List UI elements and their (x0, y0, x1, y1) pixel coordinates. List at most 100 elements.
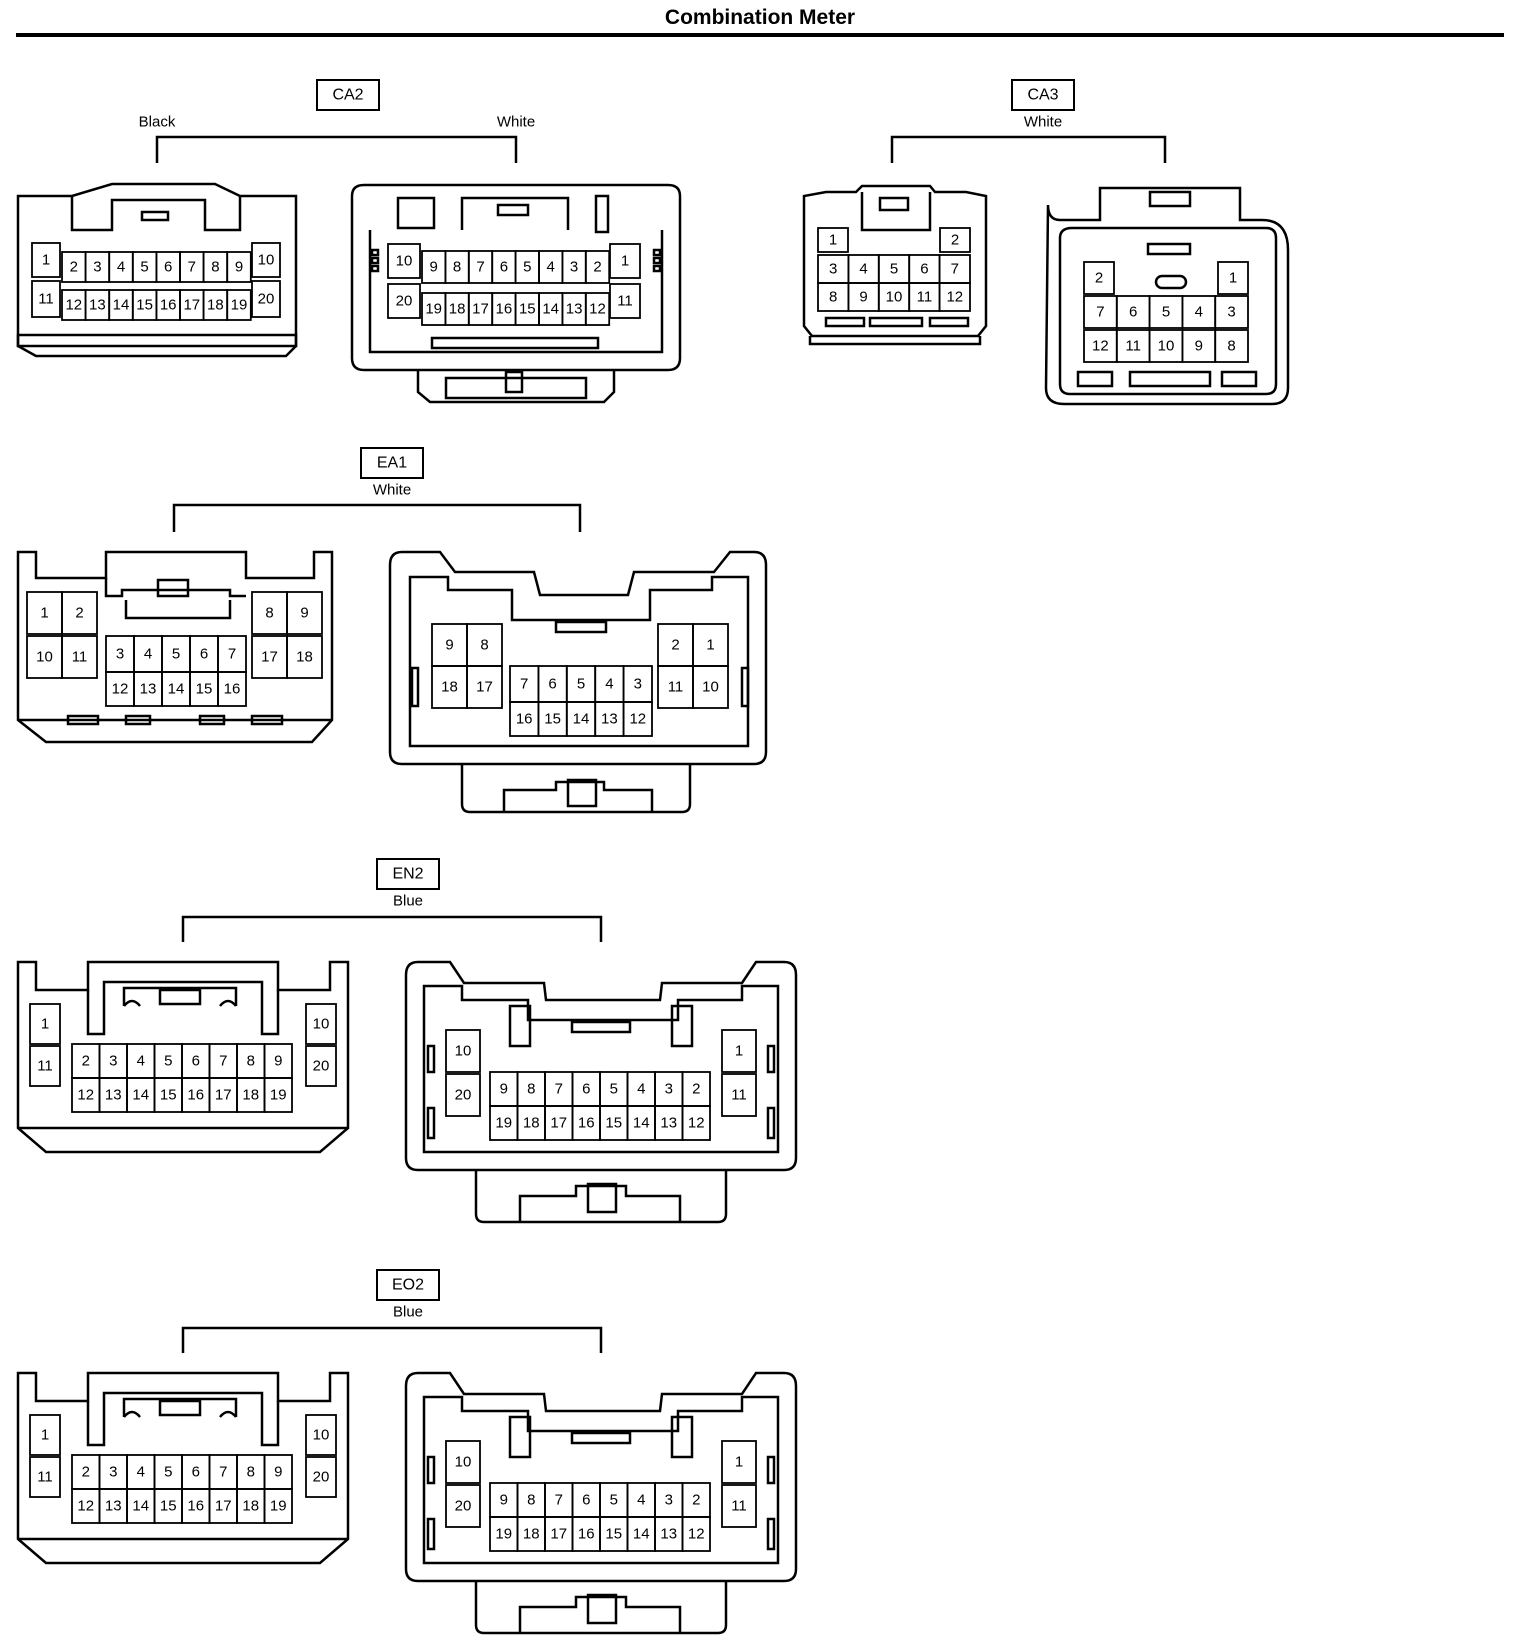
terminal-cavity (305, 1414, 337, 1456)
housing-rib (426, 1044, 436, 1074)
pin-number: 9 (430, 259, 438, 276)
terminal-cavity (692, 665, 729, 709)
housing-outline (16, 550, 334, 744)
pin-number: 14 (132, 1498, 149, 1515)
connector-id-box (376, 858, 440, 890)
pin-number: 7 (555, 1081, 563, 1098)
pin-number: 17 (183, 297, 200, 314)
terminal-cavity (938, 282, 971, 312)
housing-outline (124, 600, 232, 620)
pin-number: 10 (455, 1043, 472, 1060)
connector-id-box (360, 447, 424, 479)
pin-number: 16 (187, 1498, 204, 1515)
pin-number: 17 (550, 1115, 567, 1132)
pin-number: 9 (859, 289, 867, 306)
pin-number: 3 (93, 259, 101, 276)
terminal-cavity (251, 242, 281, 278)
pin-number: 15 (160, 1087, 177, 1104)
pin-number: 11 (37, 1058, 53, 1075)
pin-number: 6 (192, 1053, 200, 1070)
housing-outline (86, 1391, 280, 1447)
pin-number: 16 (578, 1115, 595, 1132)
pin-number: 18 (523, 1115, 540, 1132)
housing-rib (766, 1106, 776, 1140)
pin-number: 1 (706, 637, 714, 654)
housing-outline (219, 999, 237, 1007)
wire-color-label: Black (139, 114, 176, 131)
connector-id: EN2 (392, 866, 423, 883)
pin-number: 6 (920, 261, 928, 278)
pin-number: 1 (40, 605, 48, 622)
terminal-cavity (217, 671, 247, 707)
pin-number: 5 (610, 1081, 618, 1098)
pin-number: 5 (172, 646, 180, 663)
pin-number: 19 (495, 1115, 512, 1132)
pin-number: 8 (829, 289, 837, 306)
pin-number: 1 (735, 1043, 743, 1060)
terminal-cavity (263, 1077, 293, 1113)
pin-number: 3 (665, 1492, 673, 1509)
housing-outline (422, 984, 780, 1154)
terminal-cavity (305, 1456, 337, 1498)
pin-number: 17 (476, 679, 493, 696)
housing-outline (219, 1410, 237, 1418)
pin-number: 17 (215, 1087, 232, 1104)
pin-number: 15 (160, 1498, 177, 1515)
pin-number: 3 (829, 261, 837, 278)
pin-number: 3 (1227, 304, 1235, 321)
pin-number: 19 (495, 1526, 512, 1543)
housing-outline (16, 182, 298, 358)
wire-color-label: White (1024, 114, 1062, 131)
wire-color-label: White (373, 482, 411, 499)
housing-outline (416, 370, 616, 404)
housing-outline (123, 1410, 141, 1418)
pin-number: 13 (566, 301, 583, 318)
housing-outline (460, 764, 692, 814)
connector-bracket (890, 135, 1167, 163)
pin-number: 11 (731, 1498, 747, 1515)
pin-number: 6 (192, 1464, 200, 1481)
latch (158, 988, 202, 1006)
pin-number: 5 (523, 259, 531, 276)
pin-number: 4 (547, 259, 555, 276)
pin-number: 11 (668, 679, 684, 696)
terminal-cavity (445, 1440, 481, 1484)
pin-number: 7 (1096, 304, 1104, 321)
pin-number: 6 (1129, 304, 1137, 321)
terminal-cavity (61, 591, 98, 635)
housing-outline (518, 1184, 682, 1222)
housing-outline (404, 960, 798, 1172)
pin-number: 11 (731, 1087, 747, 1104)
pin-number: 1 (1229, 270, 1237, 287)
pin-number: 10 (258, 252, 275, 269)
terminal-cavity (1083, 261, 1115, 295)
terminal-cavity (622, 701, 653, 737)
pin-number: 4 (137, 1464, 145, 1481)
pin-number: 17 (215, 1498, 232, 1515)
pin-number: 14 (633, 1526, 650, 1543)
housing-slot (670, 1004, 694, 1048)
terminal-cavity (387, 283, 421, 319)
terminal-cavity (61, 635, 98, 679)
latch (504, 370, 524, 394)
pin-number: 18 (296, 649, 313, 666)
pin-number: 1 (42, 252, 50, 269)
terminal-cavity (29, 1456, 61, 1498)
pin-number: 16 (578, 1526, 595, 1543)
housing-outline (16, 960, 350, 1154)
pin-number: 7 (219, 1053, 227, 1070)
latch (156, 578, 190, 598)
pin-number: 16 (224, 681, 241, 698)
pin-number: 17 (472, 301, 489, 318)
latch (566, 778, 598, 808)
pin-number: 4 (137, 1053, 145, 1070)
pin-number: 10 (702, 679, 719, 696)
housing-rib (370, 248, 380, 257)
pin-number: 13 (89, 297, 106, 314)
terminal-cavity (29, 1003, 61, 1045)
latch (554, 620, 608, 634)
